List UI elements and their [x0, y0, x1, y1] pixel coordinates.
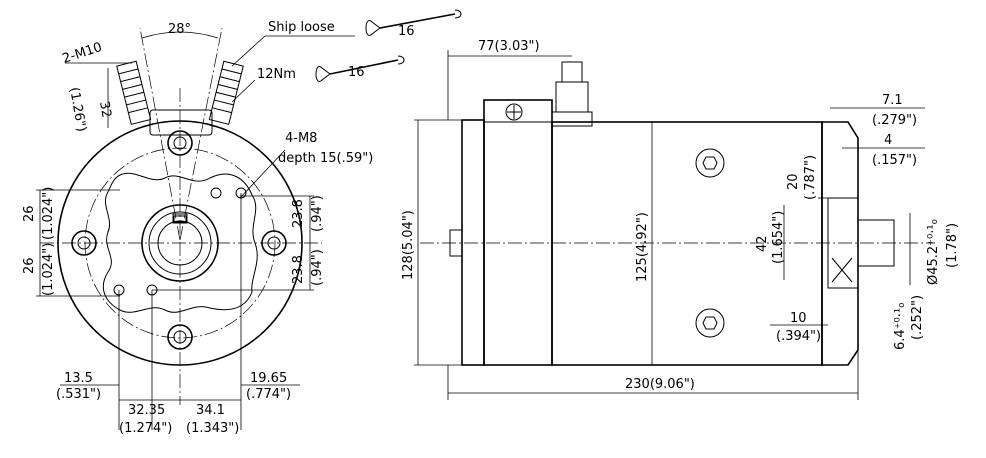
- label-key: 6.4⁺⁰·¹₀: [893, 303, 908, 350]
- shaft: [157, 220, 203, 266]
- wrench-icon-2: [315, 55, 405, 82]
- leader-ship-loose: [231, 35, 266, 67]
- front-view: 28° 2-M10 Ship loose 16 12Nm 16 32 (1.26…: [22, 9, 462, 436]
- terminal-stud-left: [116, 60, 152, 125]
- bolt-circle: [84, 147, 276, 339]
- terminal-stud-right: [208, 60, 244, 125]
- ground-screw-icon: [505, 103, 523, 121]
- side-view: 77(3.03") 128(5.04") 125(4.92") 230(9.06…: [401, 39, 960, 400]
- label-shaft: Ø45.2⁺⁰·¹₀: [926, 219, 941, 285]
- terminal-block: [149, 109, 213, 136]
- mounting-hole-right: [261, 230, 287, 256]
- mounting-hole-top: [167, 130, 193, 156]
- label-b2: 32.35: [128, 403, 165, 418]
- label-right-lower: 23.8: [291, 255, 306, 284]
- inner-flange-outline: [102, 172, 258, 313]
- leader-torque: [231, 79, 256, 103]
- angle-leader-left: [139, 27, 181, 241]
- leader-m8: [239, 149, 286, 199]
- top-terminal-stud: [561, 61, 583, 83]
- label-b3: 34.1: [196, 403, 225, 418]
- label-left-upper-in: (1.024"): [41, 187, 56, 240]
- label-left-lower-in: (1.024"): [41, 243, 56, 296]
- angle-leader-right: [179, 27, 223, 241]
- hex-bolt-lower: [695, 308, 725, 338]
- label-holes: 4-M8: [285, 131, 317, 146]
- motor-body: [483, 99, 553, 366]
- hub-ring: [148, 211, 212, 275]
- label-d42: 42: [755, 235, 770, 252]
- side-stud: [449, 229, 463, 257]
- mounting-flange: [821, 121, 859, 366]
- wrench-icon: [365, 9, 462, 36]
- label-left-lower: 26: [22, 257, 37, 274]
- top-terminal-base: [551, 111, 593, 127]
- label-right-lower-in: (.94"): [310, 249, 325, 286]
- label-left-upper: 26: [22, 205, 37, 222]
- top-terminal-nut: [555, 81, 589, 113]
- label-d20: 20: [786, 173, 801, 190]
- label-d7: 7.1: [882, 93, 903, 108]
- label-d10: 10: [790, 311, 807, 326]
- label-b2-in: (1.274"): [119, 421, 172, 436]
- label-body-diameter: 125(4.92"): [635, 212, 650, 282]
- m8-hole-1: [210, 187, 222, 199]
- label-d42-in: (1.654"): [771, 211, 786, 264]
- label-b3-in: (1.343"): [186, 421, 239, 436]
- label-d20-in: (.787"): [803, 155, 818, 200]
- label-shaft-in: (1.78"): [945, 223, 960, 268]
- housing-outline: [57, 120, 303, 366]
- output-shaft: [857, 219, 895, 267]
- shaft-key: [173, 215, 187, 223]
- label-terminal-height-in: (1.26"): [66, 86, 89, 133]
- label-b4: 19.65: [250, 371, 287, 386]
- label-b1: 13.5: [64, 371, 93, 386]
- label-b1-in: (.531"): [56, 387, 101, 402]
- label-overall-height: 128(5.04"): [401, 210, 416, 280]
- label-key-in: (.252"): [910, 295, 925, 340]
- bearing-cross-2: [831, 257, 853, 283]
- label-torque: 12Nm: [257, 67, 296, 82]
- label-wrench-a: 16: [398, 24, 415, 39]
- hub-outer: [141, 204, 219, 282]
- label-top-length: 77(3.03"): [478, 39, 540, 54]
- label-ship-loose: Ship loose: [268, 20, 335, 35]
- label-overall-length: 230(9.06"): [625, 377, 695, 392]
- label-d4: 4: [884, 133, 892, 148]
- label-wrench-b: 16: [348, 65, 365, 80]
- mounting-hole-left: [71, 230, 97, 256]
- keyway: [172, 213, 188, 224]
- label-right-upper: 23.8: [291, 199, 306, 228]
- hex-bolt-upper: [695, 148, 725, 178]
- label-d7-in: (.279"): [872, 113, 917, 128]
- angle-arc: [141, 31, 219, 39]
- mounting-hole-bottom: [167, 324, 193, 350]
- end-cap: [461, 119, 485, 366]
- label-terminal-height: 32: [96, 100, 114, 119]
- label-d10-in: (.394"): [776, 329, 821, 344]
- label-hole-depth: depth 15(.59"): [278, 151, 373, 166]
- label-right-upper-in: (.94"): [310, 195, 325, 232]
- label-angle: 28°: [168, 22, 191, 37]
- label-d4-in: (.157"): [872, 153, 917, 168]
- label-b4-in: (.774"): [246, 387, 291, 402]
